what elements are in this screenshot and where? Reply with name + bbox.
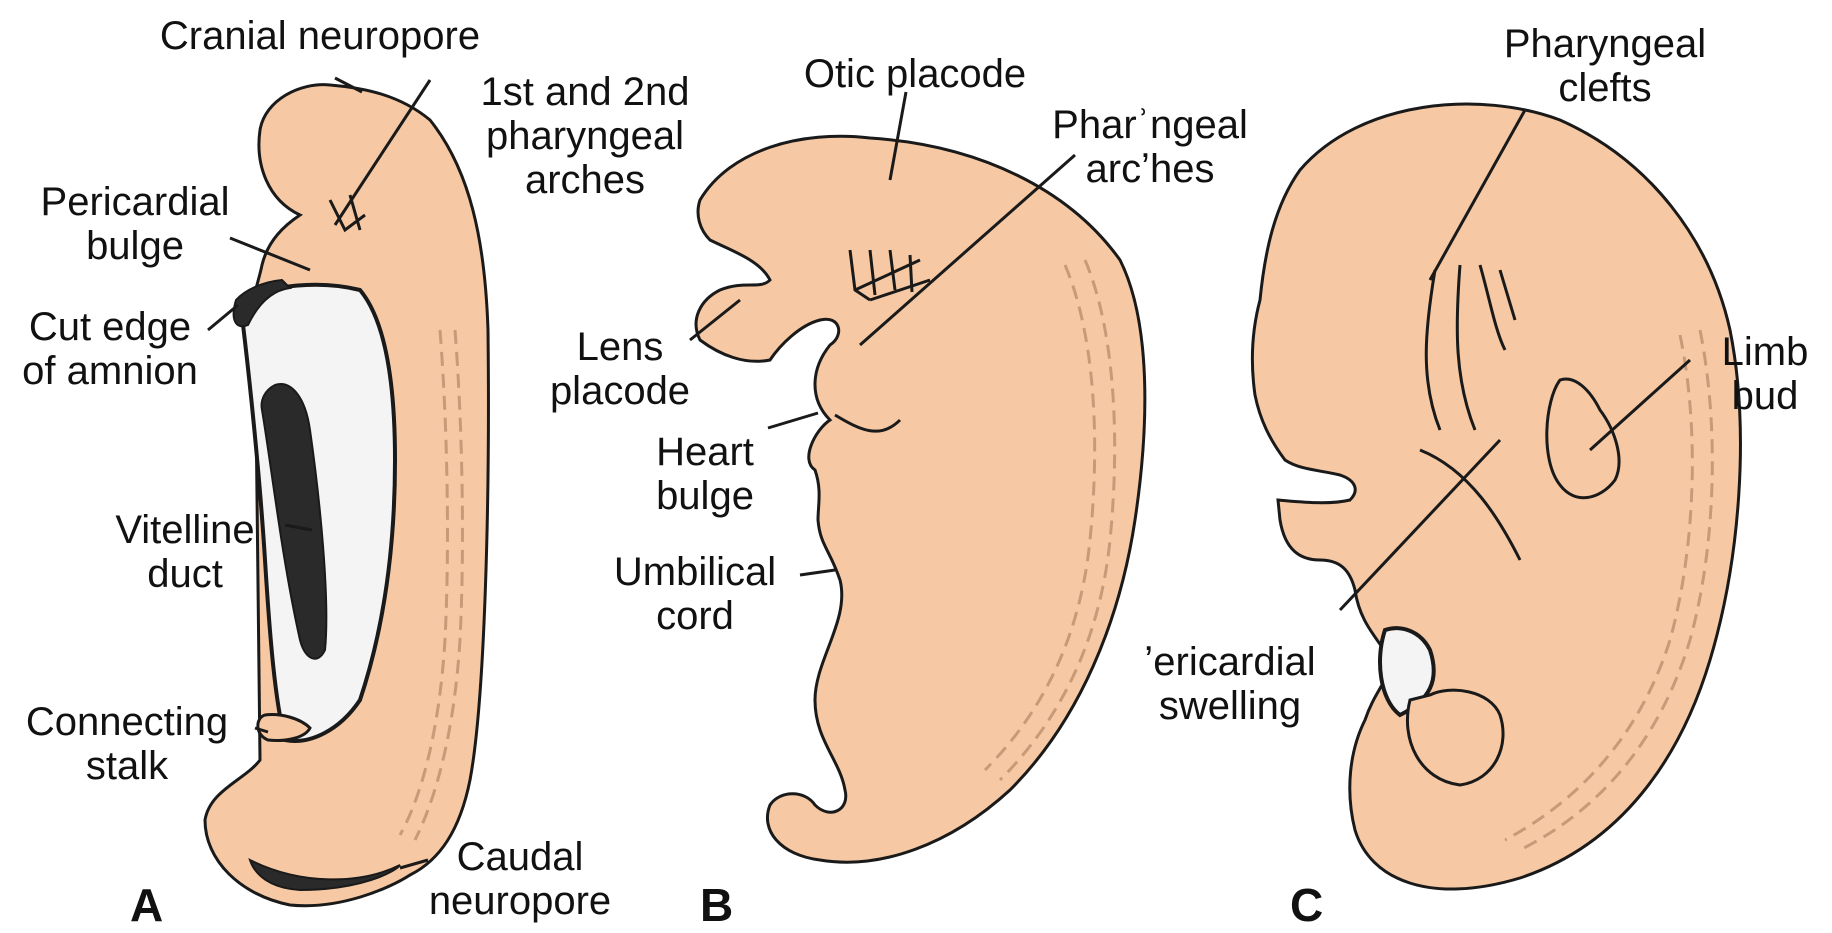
label-text: Cranial neuropore — [160, 14, 480, 58]
label-otic-placode: Otic placode — [804, 52, 1026, 96]
label-text: swelling — [1144, 684, 1315, 728]
label-text: Vitelline — [115, 508, 254, 552]
label-text: Pharyngeal — [1504, 22, 1706, 66]
label-lens-placode: Lens placode — [550, 325, 690, 413]
embryo-c — [1252, 104, 1740, 889]
label-text: bulge — [41, 224, 230, 268]
label-text: Pericardial — [41, 180, 230, 224]
label-text: duct — [115, 552, 254, 596]
label-text: clefts — [1504, 66, 1706, 110]
label-text: bulge — [656, 474, 754, 518]
label-pharyngeal-clefts: Pharyngeal clefts — [1504, 22, 1706, 110]
label-text: Limb — [1722, 330, 1809, 374]
label-text: cord — [614, 594, 776, 638]
label-connecting-stalk: Connecting stalk — [26, 700, 228, 788]
label-pharyngeal-arches-b: Pharʾngeal arcʼhes — [1052, 103, 1248, 191]
label-text: stalk — [26, 744, 228, 788]
label-caudal-neuropore: Caudal neuropore — [429, 835, 611, 923]
label-umbilical-cord: Umbilical cord — [614, 550, 776, 638]
embryo-a — [205, 78, 488, 906]
label-limb-bud: Limb bud — [1722, 330, 1809, 418]
label-text: Heart — [656, 430, 754, 474]
label-text: of amnion — [22, 349, 198, 393]
panel-label-c: C — [1290, 878, 1323, 932]
label-pharyngeal-arches-a: 1st and 2nd pharyngeal arches — [480, 70, 689, 202]
label-text: 1st and 2nd — [480, 70, 689, 114]
panel-label-a: A — [130, 878, 163, 932]
embryo-b-body — [696, 136, 1145, 862]
label-text: arcʼhes — [1052, 147, 1248, 191]
label-text: Cut edge — [22, 305, 198, 349]
embryo-b — [690, 92, 1145, 862]
label-text: pharyngeal — [480, 114, 689, 158]
label-text: ʼericardial — [1144, 640, 1315, 684]
label-text: Pharʾngeal — [1052, 103, 1248, 147]
label-text: Connecting — [26, 700, 228, 744]
label-cranial-neuropore: Cranial neuropore — [160, 14, 480, 58]
label-text: bud — [1722, 374, 1809, 418]
label-vitelline-duct: Vitelline duct — [115, 508, 254, 596]
panel-label-b: B — [700, 878, 733, 932]
label-text: Lens — [550, 325, 690, 369]
label-text: placode — [550, 369, 690, 413]
label-text: Umbilical — [614, 550, 776, 594]
embryo-c-body — [1252, 104, 1740, 889]
label-text: Otic placode — [804, 52, 1026, 96]
label-heart-bulge: Heart bulge — [656, 430, 754, 518]
label-cut-edge-of-amnion: Cut edge of amnion — [22, 305, 198, 393]
label-pericardial-bulge: Pericardial bulge — [41, 180, 230, 268]
label-text: arches — [480, 158, 689, 202]
label-text: neuropore — [429, 879, 611, 923]
label-text: Caudal — [429, 835, 611, 879]
label-pericardial-swelling: ʼericardial swelling — [1144, 640, 1315, 728]
